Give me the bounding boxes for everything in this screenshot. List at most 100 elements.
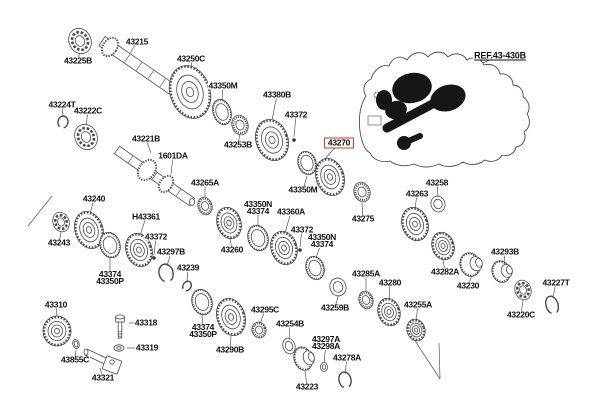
gear-shape <box>377 297 401 327</box>
part-label-text: 43350M <box>208 80 238 91</box>
part-label-text: 43224T <box>48 99 76 110</box>
part-label-H43361[interactable]: H43361 <box>131 212 161 221</box>
part-label-43372-1[interactable]: 43372 <box>283 110 309 119</box>
part-label-text: 43255A <box>404 299 432 310</box>
part-label-text: 43855C <box>61 354 89 365</box>
part-label-43255A[interactable]: 43255A <box>403 299 433 310</box>
part-label-43259B[interactable]: 43259B <box>320 302 350 313</box>
part-label-43253B[interactable]: 43253B <box>223 139 253 150</box>
part-label-43310[interactable]: 43310 <box>43 300 69 309</box>
part-label-text: 43297B <box>157 246 185 257</box>
part-label-43223[interactable]: 43223 <box>294 381 320 392</box>
part-label-43263[interactable]: 43263 <box>404 188 430 199</box>
part-label-43372-2[interactable]: 43372 <box>143 232 169 241</box>
toothring-shape <box>305 255 325 281</box>
snap-shape <box>545 295 560 314</box>
bushing-shape <box>430 195 446 213</box>
ref-callout-label[interactable]: REF.43-430B <box>473 50 527 61</box>
part-label-text: 43215 <box>125 36 149 47</box>
dot-shape <box>152 256 156 260</box>
part-label-text: 43260 <box>220 244 244 255</box>
part-label-43222C[interactable]: 43222C <box>73 105 103 116</box>
gear-shape <box>406 318 426 342</box>
part-label-text: 43285A <box>352 268 380 279</box>
part-label-43243[interactable]: 43243 <box>46 238 72 247</box>
part-label-43239[interactable]: 43239 <box>175 263 201 272</box>
needle-shape <box>197 196 213 216</box>
part-label-43258[interactable]: 43258 <box>424 177 450 188</box>
part-label-text: 43318 <box>134 317 158 328</box>
part-label-text: 43250C <box>177 53 205 64</box>
part-label-text: 43350M <box>288 184 318 195</box>
part-label-text: 43280 <box>378 277 402 288</box>
part-label-43350M-1[interactable]: 43350M <box>207 80 239 91</box>
part-label-43221B[interactable]: 43221B <box>131 133 161 144</box>
gear-shape <box>74 211 104 249</box>
toothring-shape <box>191 288 213 316</box>
bearing-shape <box>68 27 92 55</box>
part-label-43318[interactable]: 43318 <box>133 317 159 328</box>
cone-shape <box>293 346 315 371</box>
part-label-text: 43258 <box>425 177 449 188</box>
gear-shape <box>168 65 212 119</box>
part-label-text: 43275 <box>351 213 375 224</box>
part-label-43240[interactable]: 43240 <box>81 194 107 203</box>
part-label-43265A[interactable]: 43265A <box>190 178 220 187</box>
part-label-43224T[interactable]: 43224T <box>47 99 77 110</box>
part-label-43290B[interactable]: 43290B <box>215 345 245 354</box>
lever-shape <box>83 348 123 375</box>
part-label-43295C[interactable]: 43295C <box>250 305 280 314</box>
part-label-43319[interactable]: 43319 <box>134 342 160 353</box>
bolt-shape <box>115 314 125 339</box>
part-label-text: 43319 <box>135 342 159 353</box>
washer-shape <box>113 344 125 352</box>
part-label-43360A[interactable]: 43360A <box>276 206 306 217</box>
part-label-43230[interactable]: 43230 <box>455 281 481 290</box>
part-label-43220C[interactable]: 43220C <box>506 310 536 319</box>
part-label-43260[interactable]: 43260 <box>219 244 245 255</box>
part-label-43282A[interactable]: 43282A <box>430 267 460 276</box>
toothring-shape <box>247 224 269 252</box>
part-label-1601DA[interactable]: 1601DA <box>157 151 189 160</box>
toothring-shape <box>212 98 232 126</box>
part-label-text: 43321 <box>91 372 115 383</box>
part-label-text: 43223 <box>295 381 319 392</box>
part-label-43278A[interactable]: 43278A <box>332 353 362 362</box>
part-label-43293B[interactable]: 43293B <box>490 247 520 256</box>
snap-shape <box>338 371 352 389</box>
part-label-43254B[interactable]: 43254B <box>275 319 305 328</box>
part-label-43350M-2[interactable]: 43350M <box>287 184 319 195</box>
part-label-text: 43222C <box>74 105 102 116</box>
part-label-text: 43259B <box>321 302 349 313</box>
part-label-43270[interactable]: 43270 <box>323 137 355 149</box>
part-label-43225B[interactable]: 43225B <box>63 56 93 65</box>
part-label-43855C[interactable]: 43855C <box>60 354 90 365</box>
part-label-43280[interactable]: 43280 <box>377 277 403 288</box>
part-label-text: 43221B <box>132 133 160 144</box>
part-label-text: 43360A <box>277 206 305 217</box>
ring-shape <box>282 337 296 355</box>
part-label-43380B[interactable]: 43380B <box>262 90 292 99</box>
part-label-43250C[interactable]: 43250C <box>176 53 206 64</box>
bearing-shape <box>514 279 532 301</box>
spline-shape <box>136 158 158 182</box>
needle-shape <box>358 290 374 310</box>
gear-shape <box>255 119 289 161</box>
part-label-text: 43253B <box>224 139 252 150</box>
part-label-43275[interactable]: 43275 <box>350 213 376 224</box>
part-label-43372-3[interactable]: 43372 <box>289 225 315 234</box>
cone-shape <box>459 252 483 277</box>
part-label-43227T[interactable]: 43227T <box>541 278 571 287</box>
part-label-43321[interactable]: 43321 <box>90 372 116 383</box>
part-label-43297B[interactable]: 43297B <box>156 246 186 257</box>
part-label-43285A[interactable]: 43285A <box>351 268 381 279</box>
part-label-43215[interactable]: 43215 <box>124 36 150 47</box>
part-label-text: REF.43-430B <box>474 50 526 61</box>
part-label-text: 43263 <box>405 188 429 199</box>
